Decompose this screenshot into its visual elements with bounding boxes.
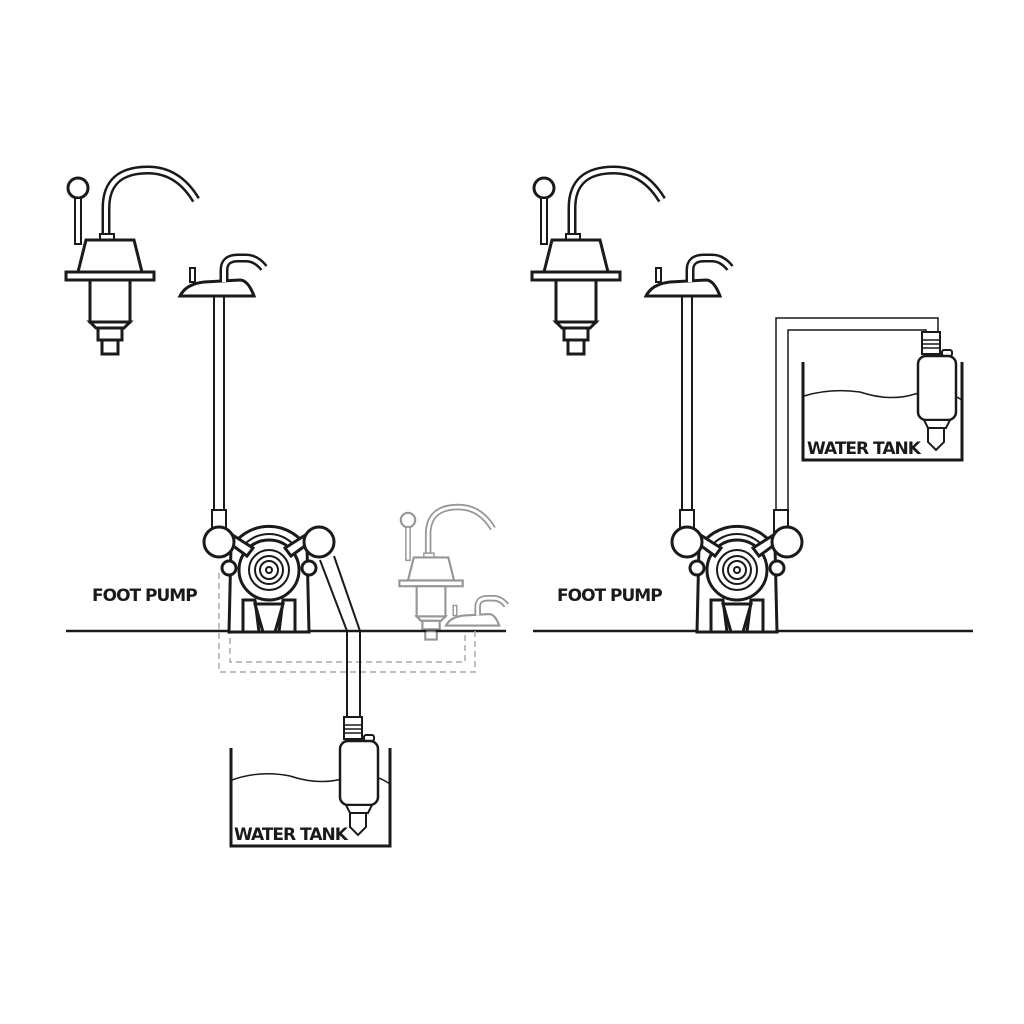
lever-faucet-left <box>66 170 196 354</box>
pipe-over-tank <box>775 317 939 534</box>
pipe-vertical-right <box>681 293 693 535</box>
deck-faucet-right <box>646 258 730 296</box>
lever-faucet-right <box>532 170 662 354</box>
right-panel <box>532 170 973 634</box>
foot-pump-label-left: FOOT PUMP <box>92 586 197 606</box>
water-tank-label-right: WATER TANK <box>807 439 922 459</box>
left-panel <box>66 170 506 848</box>
faded-faucets <box>399 507 506 639</box>
foot-pump-left <box>202 524 336 634</box>
deck-faucet-faded <box>446 598 506 625</box>
foot-pump-label-right: FOOT PUMP <box>557 586 662 606</box>
water-tank-right <box>801 362 964 462</box>
tank-pump-left <box>338 715 380 837</box>
water-tank-label-left: WATER TANK <box>234 825 349 845</box>
pipe-vertical-left <box>213 293 225 535</box>
pipe-to-tank <box>319 555 361 720</box>
deck-faucet-left <box>180 258 264 296</box>
foot-pump-right <box>670 524 804 634</box>
water-tank-left <box>229 748 392 848</box>
tank-pump-right <box>916 330 958 452</box>
